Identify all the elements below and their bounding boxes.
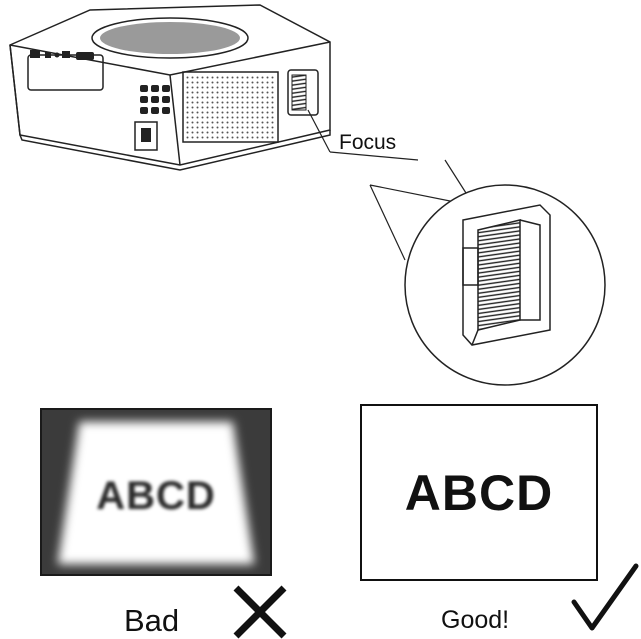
control-buttons (140, 85, 170, 114)
sharp-projection-sample: ABCD (360, 404, 598, 581)
focus-wheel-zoomed (463, 205, 550, 345)
blurry-projection-sample: ABCD (40, 408, 272, 576)
bad-label: Bad (124, 603, 179, 639)
blurred-sample-text: ABCD (42, 474, 270, 519)
cross-mark-icon (236, 588, 284, 636)
sharp-sample-text: ABCD (362, 464, 596, 522)
good-label: Good! (441, 606, 509, 635)
top-vent-disc (100, 22, 240, 54)
focus-wheel-small (292, 75, 306, 110)
focus-label: Focus (339, 131, 396, 155)
side-grill (185, 74, 276, 140)
